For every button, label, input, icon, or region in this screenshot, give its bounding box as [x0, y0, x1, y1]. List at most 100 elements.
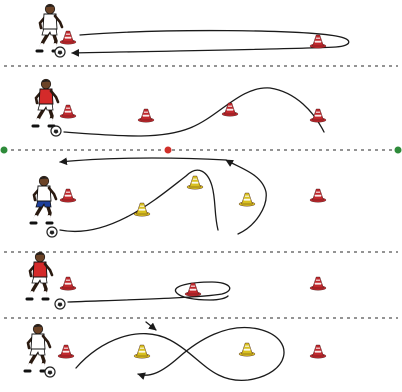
- player-lane-2-arm-front: [49, 89, 60, 104]
- cone-lane-2-2: [137, 108, 155, 123]
- player-lane-4-arm-front: [43, 262, 54, 277]
- ball-lane-2-panel: [53, 129, 59, 134]
- cone-lane-2-1-stripe-top: [65, 107, 71, 109]
- path-lane-5: [75, 326, 285, 381]
- path-lane-1: [71, 29, 350, 57]
- cone-lane-5-start: [57, 344, 75, 359]
- cone-lane-5-end-body: [312, 344, 324, 357]
- cone-lane-2-4-body: [312, 108, 324, 121]
- cone-lane-2-3: [221, 102, 239, 117]
- cone-lane-2-2-stripe: [142, 114, 150, 117]
- player-lane-2-sock-back: [34, 118, 40, 127]
- cone-lane-4-end-stripe-top: [315, 279, 321, 281]
- player-lane-4-shirt: [32, 261, 48, 278]
- player-lane-5-sock-back: [26, 363, 32, 372]
- player-lane-4-sock-back: [28, 291, 34, 300]
- player-lane-3-hair: [39, 177, 49, 180]
- player-lane-4-sock-front: [42, 291, 47, 300]
- cone-lane-3-y2-body: [189, 175, 201, 188]
- cone-lane-2-4-stripe-top: [315, 111, 321, 113]
- cone-lane-3-y1: [133, 202, 151, 217]
- cone-lane-3-start-stripe-top: [65, 191, 71, 193]
- cone-lane-4-end-body: [312, 276, 324, 289]
- cone-lane-2-4: [309, 108, 327, 123]
- ball-lane-4-panel: [57, 302, 63, 307]
- cone-lane-5-y1-stripe: [138, 350, 146, 353]
- movement-paths: [59, 29, 350, 381]
- cone-lane-5-end: [309, 344, 327, 359]
- field-marker-center: [164, 146, 172, 154]
- path-lane-3-return: [59, 157, 227, 166]
- path-lane-5-start-arrow: [145, 321, 157, 331]
- cone-lane-2-3-stripe-top: [227, 105, 233, 107]
- player-lane-3-sock-front: [46, 215, 51, 224]
- field-marker-right: [394, 146, 402, 154]
- cone-lane-4-end: [309, 276, 327, 291]
- player-lane-4: [25, 251, 54, 301]
- player-lane-5-arm-front: [41, 334, 52, 349]
- player-lane-1-sock-back: [38, 43, 44, 52]
- ball-lane-2: [50, 125, 62, 137]
- player-lane-3-sock-back: [32, 215, 38, 224]
- cone-lane-1-start: [59, 30, 77, 45]
- cone-lane-3-y3: [238, 192, 256, 207]
- cone-lane-1-start-body: [62, 30, 74, 43]
- cone-lane-4-start-body: [62, 276, 74, 289]
- cone-lane-3-y1-stripe-top: [139, 205, 145, 207]
- path-lane-2: [63, 87, 325, 137]
- cone-lane-5-end-stripe: [314, 350, 322, 353]
- cone-lane-5-y2-stripe-top: [244, 345, 250, 347]
- player-lane-1-sock-front: [52, 43, 57, 52]
- ball-lane-3: [46, 226, 58, 238]
- cone-lane-5-start-stripe-top: [63, 347, 69, 349]
- cone-lane-4-end-stripe: [314, 282, 322, 285]
- cone-lane-4-mid-stripe: [189, 288, 197, 291]
- cone-lane-3-start: [59, 188, 77, 203]
- player-lane-4-hair: [35, 253, 45, 256]
- player-lane-5-sock-front: [40, 363, 45, 372]
- cone-lane-1-start-stripe: [64, 36, 72, 39]
- cone-lane-3-y3-body: [241, 192, 253, 205]
- cone-lane-5-y1: [133, 344, 151, 359]
- cone-lane-3-y3-stripe-top: [244, 195, 250, 197]
- players: [23, 3, 66, 378]
- cone-lane-4-mid: [184, 282, 202, 297]
- cone-lane-5-y2: [238, 342, 256, 357]
- cone-lane-2-2-body: [140, 108, 152, 121]
- cone-lane-2-4-stripe: [314, 114, 322, 117]
- cone-lane-5-start-body: [60, 344, 72, 357]
- cones: [57, 30, 327, 359]
- ball-lane-5-panel: [47, 370, 53, 375]
- cone-lane-3-y2-stripe-top: [192, 178, 198, 180]
- player-lane-2-hair: [41, 80, 51, 83]
- cone-lane-5-start-stripe: [62, 350, 70, 353]
- cone-lane-3-start-stripe: [64, 194, 72, 197]
- player-lane-2-sock-front: [48, 118, 53, 127]
- cone-lane-3-end-stripe: [314, 194, 322, 197]
- cone-lane-2-1: [59, 104, 77, 119]
- cone-lane-3-end: [309, 188, 327, 203]
- player-lane-2-shirt: [38, 88, 54, 105]
- cone-lane-3-start-body: [62, 188, 74, 201]
- player-lane-3: [29, 175, 58, 225]
- player-lane-2: [31, 78, 60, 128]
- ball-lane-1-panel: [57, 50, 63, 55]
- cone-lane-4-start-stripe-top: [65, 279, 71, 281]
- cone-lane-1-end-stripe-top: [315, 37, 321, 39]
- player-lane-5-hair: [33, 325, 43, 328]
- cone-lane-5-y2-body: [241, 342, 253, 355]
- cone-lane-1-end-stripe: [314, 40, 322, 43]
- ball-lane-1: [54, 46, 66, 58]
- cone-lane-5-y1-stripe-top: [139, 347, 145, 349]
- cone-lane-1-start-stripe-top: [65, 33, 71, 35]
- cone-lane-2-1-body: [62, 104, 74, 117]
- cone-lane-2-2-stripe-top: [143, 111, 149, 113]
- player-lane-1-hair: [45, 5, 55, 8]
- cone-lane-5-y1-body: [136, 344, 148, 357]
- cone-lane-4-mid-stripe-top: [190, 285, 196, 287]
- cone-lane-2-3-body: [224, 102, 236, 115]
- cone-lane-2-1-stripe: [64, 110, 72, 113]
- cone-lane-3-y1-stripe: [138, 208, 146, 211]
